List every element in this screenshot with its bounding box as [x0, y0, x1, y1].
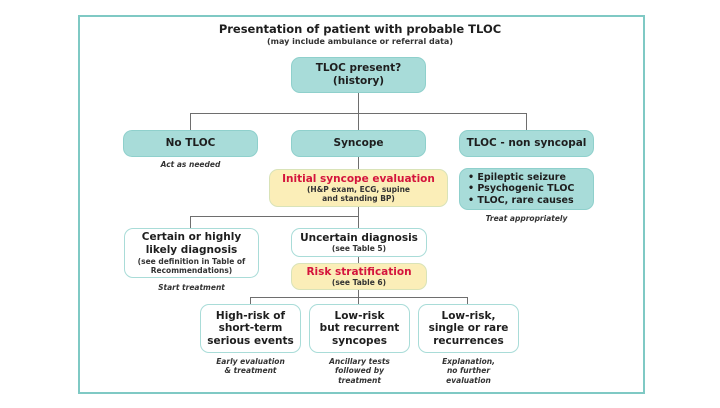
node-label: Certain or highly — [141, 231, 242, 244]
node-detail: (see Table 6) — [331, 278, 387, 288]
connector — [358, 257, 359, 263]
list-item: • TLOC, rare causes — [468, 194, 574, 206]
node-label: recurrences — [433, 334, 504, 347]
node-detail: (see definition in Table of — [137, 256, 246, 266]
connector — [358, 157, 359, 169]
note-non-syncopal: Treat appropriately — [485, 214, 568, 223]
node-detail: Recommendations) — [150, 265, 233, 275]
note-line: Ancillary tests — [329, 357, 390, 366]
node-detail: and standing BP) — [322, 194, 395, 204]
node-label: Uncertain diagnosis — [300, 231, 418, 244]
node-detail: (see Table 5) — [331, 244, 387, 254]
note-line: & treatment — [224, 366, 277, 376]
list-item: • Epileptic seizure — [468, 171, 566, 183]
node-uncertain-diagnosis: Uncertain diagnosis (see Table 5) — [291, 228, 427, 257]
node-title: Initial syncope evaluation — [282, 172, 435, 185]
node-label: but recurrent — [319, 322, 400, 335]
connector — [467, 297, 468, 304]
connector — [358, 206, 359, 228]
note-high-risk: Early evaluation & treatment — [200, 357, 301, 376]
node-detail: (history) — [332, 75, 385, 87]
note-line: no further — [446, 366, 491, 376]
note-low-risk-recurrent: Ancillary tests followed by treatment — [309, 357, 410, 385]
connector — [526, 113, 527, 130]
node-title: Risk stratification — [306, 265, 412, 278]
node-low-risk-recurrent: Low-risk but recurrent syncopes — [309, 304, 410, 353]
diagram-subtitle: (may include ambulance or referral data) — [267, 37, 453, 46]
note-certain-diagnosis: Start treatment — [158, 283, 225, 292]
node-label: TLOC - non syncopal — [466, 137, 587, 150]
node-label: Low-risk — [334, 309, 385, 322]
node-tloc-present: TLOC present? (history) — [291, 57, 426, 93]
node-initial-evaluation: Initial syncope evaluation (H&P exam, EC… — [269, 169, 448, 207]
node-label: Low-risk, — [441, 309, 496, 322]
connector — [250, 297, 251, 304]
node-no-tloc: No TLOC — [123, 130, 258, 157]
node-label: likely diagnosis — [145, 244, 238, 256]
connector — [190, 113, 191, 130]
node-label: syncopes — [332, 334, 387, 347]
note-line: followed by — [335, 366, 384, 376]
node-label: single or rare — [428, 322, 509, 335]
node-label: No TLOC — [165, 137, 216, 150]
note-line: treatment — [338, 375, 381, 385]
diagram-title: Presentation of patient with probable TL… — [218, 22, 502, 36]
note-no-tloc: Act as needed — [160, 160, 221, 169]
node-syncope: Syncope — [291, 130, 426, 157]
list-item: • Psychogenic TLOC — [468, 183, 575, 195]
node-label: serious events — [207, 334, 294, 347]
connector — [190, 113, 527, 114]
connector — [250, 297, 468, 298]
note-line: Explanation, — [442, 357, 495, 366]
node-label: Syncope — [333, 137, 384, 150]
node-risk-stratification: Risk stratification (see Table 6) — [291, 263, 427, 290]
node-non-syncopal-causes: • Epileptic seizure • Psychogenic TLOC •… — [459, 168, 594, 210]
node-label: TLOC present? — [315, 62, 402, 75]
node-label: High-risk of — [215, 309, 286, 322]
node-certain-diagnosis: Certain or highly likely diagnosis (see … — [124, 228, 259, 278]
connector — [190, 216, 358, 217]
connector — [358, 289, 359, 304]
node-high-risk: High-risk of short-term serious events — [200, 304, 301, 353]
note-line: Early evaluation — [216, 357, 285, 366]
node-low-risk-rare: Low-risk, single or rare recurrences — [418, 304, 519, 353]
connector — [358, 92, 359, 130]
note-low-risk-rare: Explanation, no further evaluation — [418, 357, 519, 385]
node-tloc-non-syncopal: TLOC - non syncopal — [459, 130, 594, 157]
note-line: evaluation — [446, 375, 491, 385]
connector — [190, 216, 191, 228]
node-detail: (H&P exam, ECG, supine — [306, 185, 411, 195]
node-label: short-term — [218, 322, 283, 335]
